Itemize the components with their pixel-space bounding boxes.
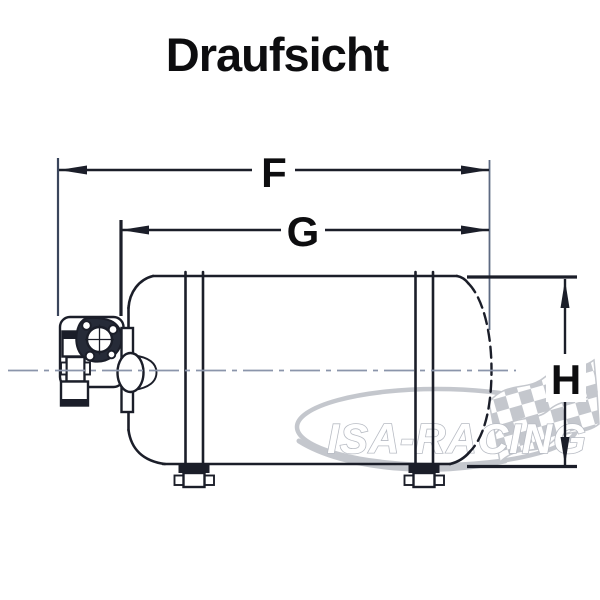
flange-bolt-hole [107,324,119,335]
arrowhead-g-right [461,225,489,235]
page-title: Draufsicht [166,28,390,81]
strap-foot-left [173,463,215,489]
flange-bolt-hole [81,320,92,331]
tank-right-cap-top [455,274,470,285]
watermark: ISA-RACING [294,358,600,472]
checkered-flag-lower [494,390,600,464]
outlet-boss-ellipse [116,351,145,394]
fitting-lower-band [61,399,88,406]
valve-flange [75,316,123,363]
foot-block [182,471,206,489]
tank-left-cap-top [127,274,155,310]
valve-assembly [58,315,158,414]
arrowhead-h-bottom [560,437,570,465]
dim-label-f: F [261,149,287,196]
fitting-middle-tab-left [60,361,68,376]
arrowhead-f-right [461,165,489,175]
fitting-middle [65,355,86,383]
flange-bolt-hole [84,350,96,362]
foot-tab-right [203,474,215,486]
foot-tab-right [433,474,445,486]
tank-body [127,270,493,489]
foot-clamp-band [408,463,440,473]
dim-label-h: H [551,356,581,403]
flange-crosshair [85,324,114,355]
arrowhead-g-left [121,225,149,235]
dimensions: F G H [56,149,586,469]
dim-label-h-patch [546,354,586,402]
dim-label-g: G [287,208,320,255]
tank-right-cap-bottom [448,450,472,466]
fitting-upper-band [62,331,86,339]
dim-label-f-patch [252,149,295,192]
fitting-middle-tab-right [83,361,91,376]
foot-clamp-band [178,463,210,473]
tank-left-cap-bottom [127,428,167,466]
watermark-text: ISA-RACING [327,415,587,462]
strap-foot-right [403,463,445,489]
dim-label-g-patch [281,209,325,251]
foot-block [412,471,436,489]
arrowhead-f-left [59,165,87,175]
arrowhead-h-top [560,280,570,308]
flange-bolt-hole [106,349,117,360]
